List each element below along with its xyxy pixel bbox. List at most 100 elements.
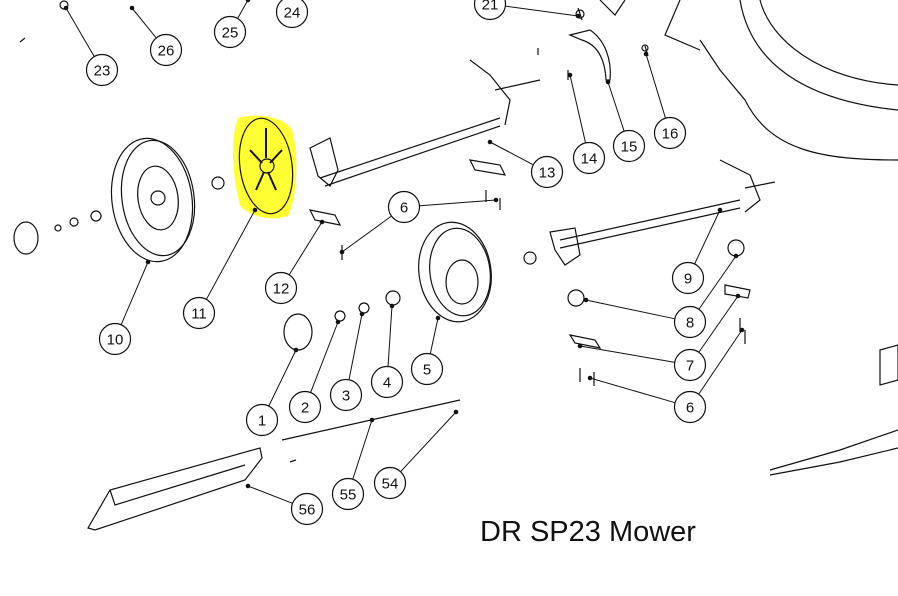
leader-arrow-icon (643, 51, 649, 57)
leader-arrow-icon (739, 327, 745, 333)
callout-circle (671, 261, 705, 295)
callout-circle (673, 390, 707, 424)
leader-arrow-icon (335, 319, 341, 325)
callout-circle (673, 348, 707, 382)
leader-line (698, 329, 743, 395)
leader-line (65, 7, 95, 57)
leader-arrow-icon (735, 293, 741, 299)
leader-line (341, 215, 392, 253)
callout-label: 54 (382, 476, 399, 493)
callout-circle (387, 190, 421, 224)
callout-label: 9 (684, 271, 692, 288)
callout-23: 23 (85, 53, 119, 87)
callout-circle (288, 390, 322, 424)
callout-circle (98, 322, 132, 356)
leader-arrow-icon (567, 72, 573, 78)
callout-14: 14 (572, 141, 606, 175)
callout-8: 8 (673, 305, 707, 339)
callout-circle (290, 492, 324, 526)
leader-arrow-icon (245, 483, 251, 489)
callout-7: 7 (673, 348, 707, 382)
leader-arrow-icon (575, 13, 581, 19)
callout-label: 8 (686, 315, 694, 332)
callout-label: 14 (581, 151, 598, 168)
leader-arrow-icon (339, 249, 345, 255)
callout-13: 13 (530, 155, 564, 189)
callout-circle (653, 116, 687, 150)
callout-label: 15 (621, 139, 638, 156)
leader-arrow-icon (63, 5, 69, 11)
callout-label: 6 (400, 200, 408, 217)
callout-circle (275, 0, 309, 29)
leader-arrow-icon (389, 303, 395, 309)
callout-circle (473, 0, 507, 21)
callout-label: 1 (258, 413, 266, 430)
highlight-part-11 (232, 115, 297, 219)
callout-label: 24 (284, 5, 301, 22)
wheel-part-11 (238, 117, 294, 215)
guard-part-56 (87, 447, 263, 531)
axle-part-13 (319, 59, 541, 187)
leader-arrow-icon (587, 375, 593, 381)
leader-arrow-icon (293, 347, 299, 353)
leader-arrow-icon (453, 409, 459, 415)
cap-part-1 (283, 313, 313, 351)
leader-line (585, 299, 675, 320)
axle-part-9 (559, 159, 776, 249)
leader-arrow-icon (577, 343, 583, 349)
callout-circle (373, 466, 407, 500)
leader-line (569, 74, 586, 143)
leader-arrow-icon (733, 253, 739, 259)
callout-16: 16 (653, 116, 687, 150)
callout-24: 24 (275, 0, 309, 29)
callout-circle (572, 141, 606, 175)
callout-circle (182, 296, 216, 330)
callout-label: 10 (107, 332, 124, 349)
leader-line (579, 345, 675, 363)
callout-1: 1 (245, 403, 279, 437)
leader-arrow-icon (245, 0, 251, 3)
callout-9: 9 (671, 261, 705, 295)
leader-arrow-icon (359, 311, 365, 317)
leader-line (247, 485, 293, 504)
leader-line (268, 349, 297, 406)
callout-label: 26 (158, 43, 175, 60)
leader-arrow-icon (252, 207, 258, 213)
wheel-part-5 (418, 221, 492, 323)
callout-label: 21 (482, 0, 499, 14)
diagram-title: DR SP23 Mower (480, 516, 696, 548)
leader-line (120, 261, 149, 325)
leader-line (400, 411, 457, 472)
callout-6: 6 (673, 390, 707, 424)
callout-label: 11 (191, 306, 207, 323)
callout-label: 16 (662, 126, 679, 143)
callout-circle (612, 129, 646, 163)
callout-circle (370, 365, 404, 399)
leader-arrow-icon (145, 259, 151, 265)
callout-10: 10 (98, 322, 132, 356)
leader-line (289, 221, 323, 275)
leader-arrow-icon (583, 297, 589, 303)
leader-line (419, 199, 497, 207)
callout-label: 7 (686, 358, 694, 375)
callout-label: 13 (539, 165, 556, 182)
leader-line (352, 419, 373, 479)
callout-2: 2 (288, 390, 322, 424)
callout-25: 25 (213, 15, 247, 49)
leader-line (607, 81, 625, 131)
callout-3: 3 (329, 378, 363, 412)
leader-arrow-icon (129, 5, 135, 11)
callout-56: 56 (290, 492, 324, 526)
mower-deck (664, 0, 898, 161)
callout-21: 21 (473, 0, 507, 21)
callout-label: 6 (686, 400, 694, 417)
leader-line (589, 377, 675, 404)
callout-circle (85, 53, 119, 87)
callout-6: 6 (387, 190, 421, 224)
leader-line (645, 53, 666, 118)
leader-arrow-icon (319, 219, 325, 225)
leader-arrow-icon (717, 207, 723, 213)
leader-line (237, 0, 249, 19)
leader-arrow-icon (487, 139, 493, 145)
